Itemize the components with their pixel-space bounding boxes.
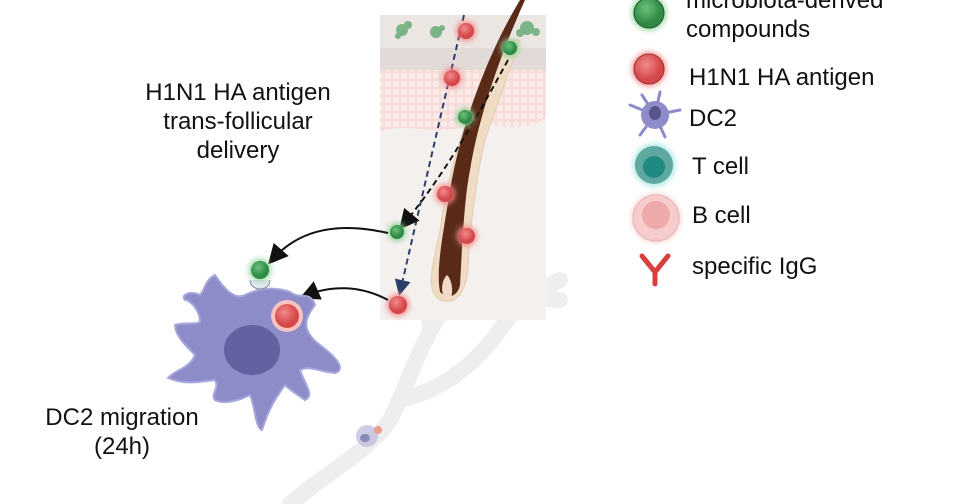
svg-text:microbiota-derived: microbiota-derived [686, 0, 883, 14]
svg-text:T cell: T cell [692, 153, 749, 180]
microbiota-cluster [395, 21, 540, 39]
uptake-arrow-antigen [299, 281, 389, 301]
compound-particle [388, 223, 406, 241]
svg-text:B cell: B cell [692, 202, 751, 229]
delivery-label-line2: trans-follicular [163, 108, 312, 135]
delivery-label-line3: delivery [197, 137, 280, 164]
compound-particle [456, 108, 474, 126]
antigen-path-dashed [394, 14, 465, 296]
antigen-particle [442, 68, 462, 88]
antigen-particle [435, 184, 455, 204]
svg-text:compounds: compounds [686, 16, 810, 43]
legend-item-antigen: H1N1 HA antigen [632, 52, 874, 91]
compound-particle [501, 39, 519, 57]
dendritic-cell [166, 259, 341, 432]
uptake-arrow-compound [268, 227, 389, 265]
svg-text:H1N1 HA antigen: H1N1 HA antigen [689, 64, 874, 91]
legend: microbiota-derived compounds H1N1 HA ant… [628, 0, 883, 287]
legend-item-compounds: microbiota-derived compounds [632, 0, 883, 43]
antigen-particle [456, 21, 476, 41]
svg-text:specific IgG: specific IgG [692, 253, 817, 280]
migration-label-line1: DC2 migration [45, 404, 198, 431]
antigen-particle [387, 294, 409, 316]
skin-section [380, 0, 546, 320]
legend-item-bcell: B cell [632, 194, 751, 242]
migration-label-line2: (24h) [94, 433, 150, 460]
legend-item-tcell: T cell [633, 144, 749, 186]
delivery-label-line1: H1N1 HA antigen [145, 79, 330, 106]
legend-item-igg: specific IgG [639, 253, 817, 287]
hair-shaft [438, 0, 525, 297]
migrating-dc [356, 425, 382, 447]
antigen-particle [457, 226, 477, 246]
legend-item-dc2: DC2 [628, 90, 737, 139]
compound-path-dashed [399, 59, 509, 230]
svg-text:DC2: DC2 [689, 105, 737, 132]
particles [387, 21, 519, 316]
